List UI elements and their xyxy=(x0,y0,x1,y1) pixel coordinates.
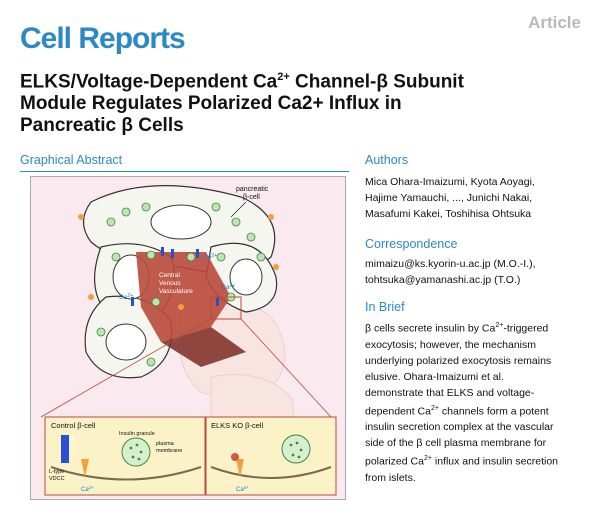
elks-label: ELKS xyxy=(71,437,77,452)
ca-ko-label: Ca2+ xyxy=(236,485,249,493)
in-brief-line: elusive. Ohara-Imaizumi et al. xyxy=(365,370,504,383)
email-link[interactable]: tohtsuka@yamanashi.ac.jp (T.O.) xyxy=(365,274,521,286)
in-brief-line: β cells secrete insulin by Ca2+-triggere… xyxy=(365,322,549,335)
in-brief-line: demonstrate that ELKS and voltage- xyxy=(365,386,535,399)
ca-label-a: Ca2+ xyxy=(203,253,217,261)
ltype-label-2: VDCC xyxy=(49,476,65,482)
central-label-1: Central xyxy=(159,272,181,279)
insulin-label: Insulin granule xyxy=(119,431,155,437)
correspondence-heading: Correspondence xyxy=(365,237,458,251)
ltype-label-1: L-type xyxy=(49,469,64,475)
in-brief-heading: In Brief xyxy=(365,300,405,314)
plasma-label-1: plasma xyxy=(156,441,175,447)
title-text-1: ELKS/Voltage-Dependent Ca xyxy=(20,71,278,93)
title-line-1: ELKS/Voltage-Dependent Ca2+ Channel-β Su… xyxy=(20,66,580,93)
article-title: ELKS/Voltage-Dependent Ca2+ Channel-β Su… xyxy=(20,66,580,137)
graphical-abstract-heading: Graphical Abstract xyxy=(20,153,123,167)
in-brief-line: polarized Ca2+ influx and insulin secret… xyxy=(365,455,559,468)
title-text-2: Channel-β Subunit xyxy=(289,71,464,93)
central-label-2: Venous xyxy=(159,280,181,287)
in-brief-line: exocytosis; however, the mechanism xyxy=(365,338,536,351)
ko-label: ELKS KO β-cell xyxy=(211,421,264,430)
journal-name: Cell Reports xyxy=(20,22,186,55)
correspondence-list: mimaizu@ks.kyorin-u.ac.jp (M.O.-I.), toh… xyxy=(365,256,536,288)
in-brief-text: β cells secrete insulin by Ca2+-triggere… xyxy=(365,318,558,486)
plasma-label-2: membrane xyxy=(156,448,182,454)
authors-list: Mica Ohara-Imaizumi, Kyota Aoyagi, Hajim… xyxy=(365,174,535,222)
ca-label-b: Ca2+ xyxy=(119,293,133,301)
in-brief-line: insulin secretion complex at the vascula… xyxy=(365,421,554,433)
graphical-abstract-figure: Central Venous Vasculature pancreatic β-… xyxy=(30,176,346,500)
authors-line: Masafumi Kakei, Toshihisa Ohtsuka xyxy=(365,208,532,220)
in-brief-line: dependent Ca2+ channels form a potent xyxy=(365,404,549,418)
in-brief-line: from islets. xyxy=(365,471,416,484)
ca-label-c: Ca2+ xyxy=(221,283,235,291)
graphical-abstract-illustration: Central Venous Vasculature pancreatic β-… xyxy=(31,177,345,499)
authors-line: Hajime Yamauchi, ..., Junichi Nakai, xyxy=(365,192,533,204)
graphical-abstract-rule xyxy=(20,171,349,172)
central-label-3: Vasculature xyxy=(159,288,193,295)
title-line-3: Pancreatic β Cells xyxy=(20,115,184,137)
title-superscript: 2+ xyxy=(277,71,290,83)
title-line-2: Module Regulates Polarized Ca2+ Influx i… xyxy=(20,93,402,115)
authors-heading: Authors xyxy=(365,153,409,167)
pancreatic-label-1: pancreatic xyxy=(236,186,269,193)
pancreatic-label-2: β-cell xyxy=(243,194,260,201)
in-brief-line: side of the β cell plasma membrane for xyxy=(365,437,547,449)
ca-control-label: Ca2+ xyxy=(81,485,94,493)
email-link[interactable]: mimaizu@ks.kyorin-u.ac.jp (M.O.-I.), xyxy=(365,258,536,270)
in-brief-line: underlying polarized exocytosis remains xyxy=(365,354,552,367)
authors-line: Mica Ohara-Imaizumi, Kyota Aoyagi, xyxy=(365,176,535,188)
control-label: Control β-cell xyxy=(51,421,96,430)
article-type-label: Article xyxy=(528,13,581,32)
